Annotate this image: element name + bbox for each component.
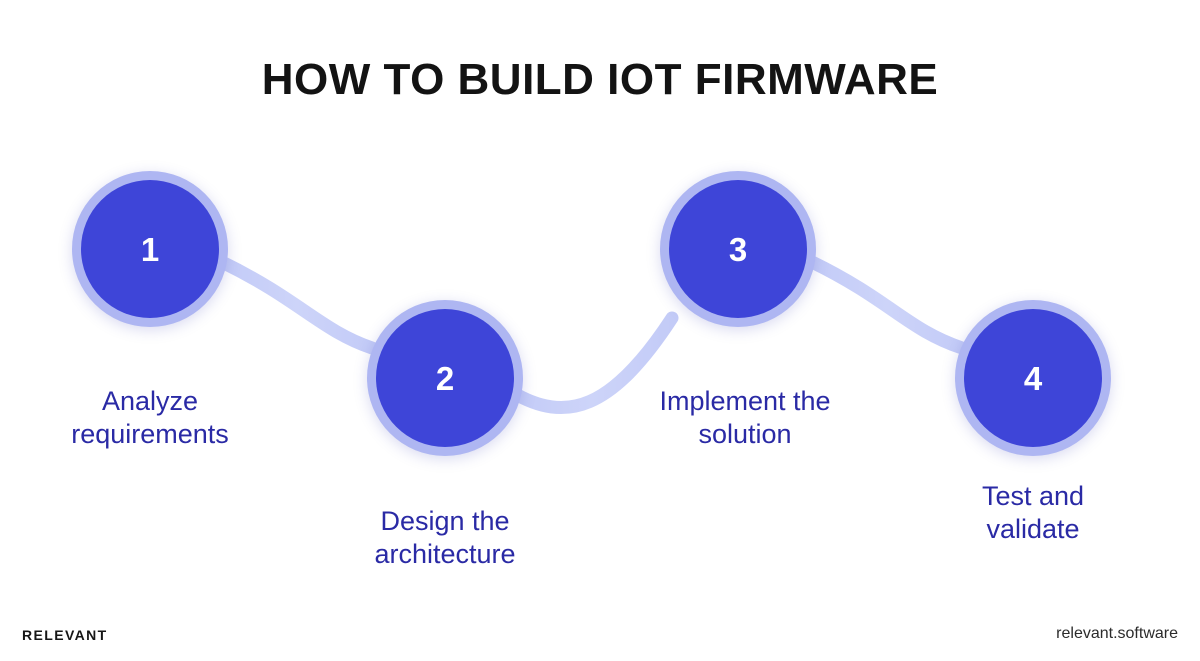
step-3-core: 3 — [669, 180, 807, 318]
step-2-core: 2 — [376, 309, 514, 447]
step-3-caption: Implement the solution — [605, 385, 885, 451]
connector-1-to-2 — [215, 255, 379, 355]
step-2-caption-line-2: architecture — [374, 538, 516, 569]
step-circle-4[interactable]: 4 — [955, 300, 1111, 456]
step-3-caption-line-1: Implement the — [659, 386, 831, 416]
step-2-caption: Design the architecture — [325, 505, 565, 571]
footer-website-url: relevant.software — [1056, 625, 1178, 642]
step-1-caption-line-1: Analyze — [101, 386, 199, 416]
step-4-number: 4 — [1023, 359, 1043, 397]
step-3-number: 3 — [728, 230, 748, 268]
step-4-caption-line-1: Test and — [981, 481, 1085, 511]
step-2-number: 2 — [435, 359, 455, 397]
footer-brand-logo: RELEVANT — [22, 627, 108, 643]
step-4-caption: Test and validate — [923, 480, 1143, 546]
connector-3-to-4 — [805, 255, 969, 355]
step-4-core: 4 — [964, 309, 1102, 447]
step-3-caption-line-2: solution — [698, 418, 792, 449]
step-2-caption-line-1: Design the — [380, 506, 510, 536]
step-circle-2[interactable]: 2 — [367, 300, 523, 456]
connector-2-to-3 — [505, 311, 679, 414]
step-circle-1[interactable]: 1 — [72, 171, 228, 327]
step-1-core: 1 — [81, 180, 219, 318]
page-title: HOW TO BUILD IOT FIRMWARE — [261, 55, 939, 104]
step-circle-3[interactable]: 3 — [660, 171, 816, 327]
step-4-caption-line-2: validate — [986, 513, 1080, 544]
step-1-caption: Analyze requirements — [30, 385, 270, 451]
step-1-number: 1 — [140, 230, 160, 268]
step-1-caption-line-2: requirements — [71, 418, 229, 449]
